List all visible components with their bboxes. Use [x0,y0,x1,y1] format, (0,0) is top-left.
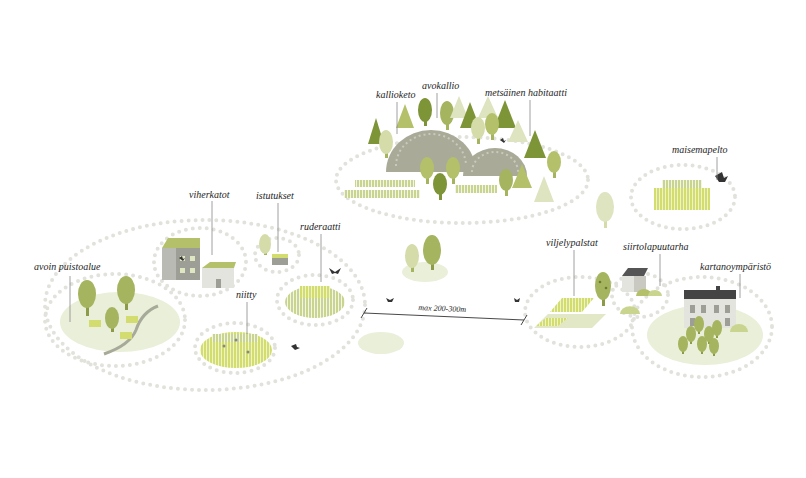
area-label: kartanoympäristö [700,261,771,273]
area-label: niitty [236,289,257,301]
area-label: maisemapelto [672,144,728,156]
distance-label: max 200-300m [418,302,466,316]
area-label: siirtolapuutarha [623,241,688,253]
area-label: istutukset [256,190,294,202]
area-label: viherkatot [189,189,230,201]
area-label: ruderaatti [300,221,341,233]
area-label: avoin puistoalue [34,261,100,273]
area-label: avokallio [422,80,459,92]
area-label: metsäinen habitaatti [485,87,567,99]
area-label: viljelypalstat [546,237,598,249]
area-label: kallioketo [376,89,415,101]
